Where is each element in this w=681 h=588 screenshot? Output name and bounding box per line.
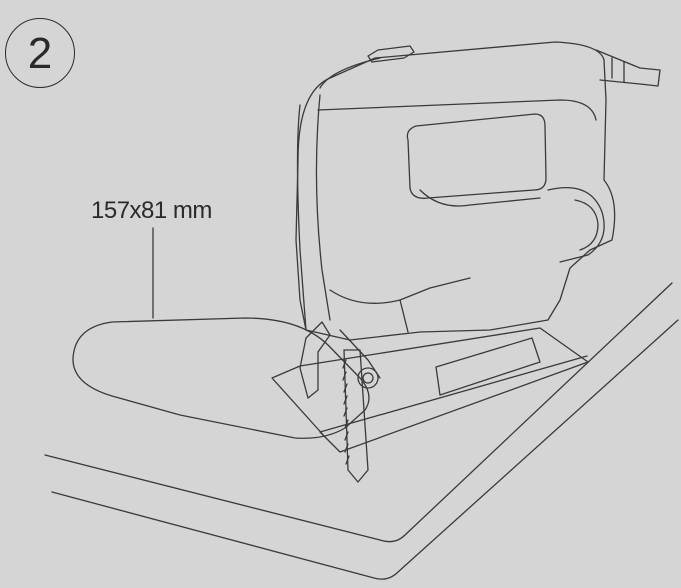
step-number: 2	[27, 29, 53, 78]
cutout-outline	[72, 317, 370, 439]
cutout-dimension-label: 157x81 mm	[91, 197, 212, 224]
step-number-badge: 2	[5, 18, 75, 88]
board-outline	[44, 282, 679, 580]
jigsaw-icon	[271, 41, 661, 483]
